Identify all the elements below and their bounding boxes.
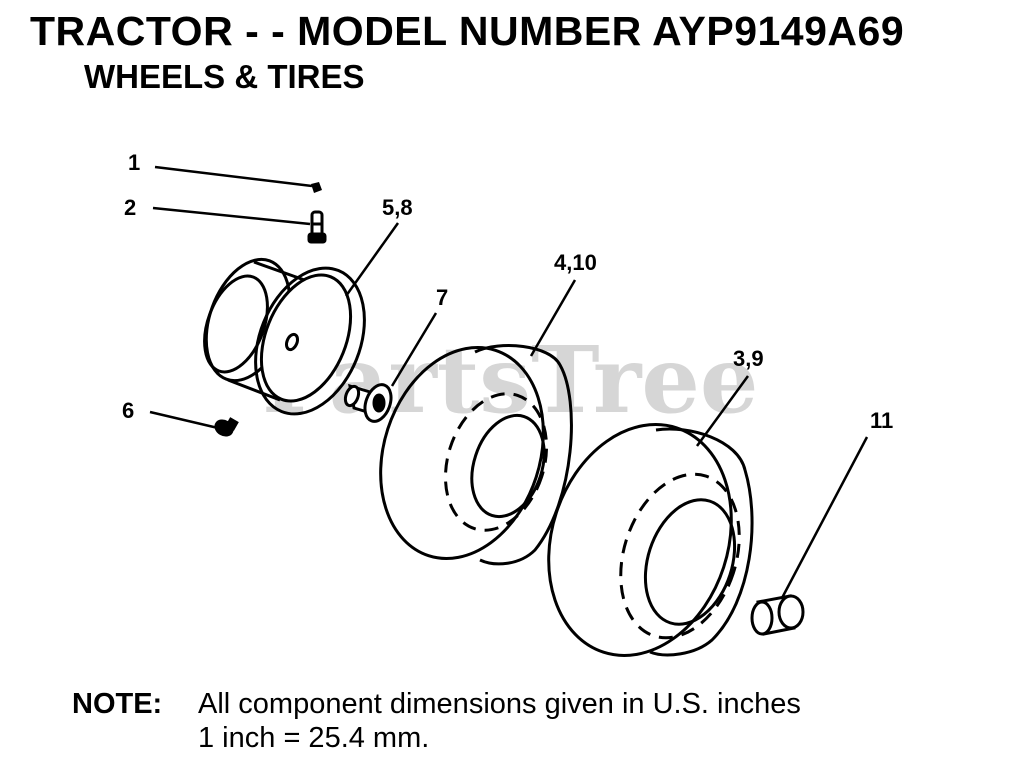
- callout-11: 11: [870, 408, 893, 433]
- part-4-10-tire: [379, 344, 573, 566]
- part-11-bushing: [750, 594, 805, 636]
- callout-7: 7: [436, 285, 448, 310]
- callout-6: 6: [122, 398, 134, 423]
- part-1-valve-cap: [311, 182, 322, 193]
- note-label: NOTE:: [72, 688, 163, 720]
- callout-5-8: 5,8: [382, 195, 413, 220]
- callout-leaders: [149, 165, 869, 599]
- part-2-valve-stem: [307, 210, 327, 244]
- page-subtitle: WHEELS & TIRES: [84, 58, 365, 95]
- callout-2: 2: [124, 195, 136, 220]
- note-text-line2: 1 inch = 25.4 mm.: [198, 722, 430, 754]
- callout-1: 1: [128, 150, 140, 175]
- part-7-bushing: [343, 383, 393, 423]
- callout-3-9: 3,9: [733, 346, 764, 371]
- part-5-8-wheel-rim: [203, 257, 366, 416]
- part-3-9-tire: [547, 423, 754, 657]
- note-text-line1: All component dimensions given in U.S. i…: [198, 688, 801, 720]
- callout-4-10: 4,10: [554, 250, 597, 275]
- part-6-bolt: [214, 417, 239, 437]
- page-title: TRACTOR - - MODEL NUMBER AYP9149A69: [30, 8, 905, 54]
